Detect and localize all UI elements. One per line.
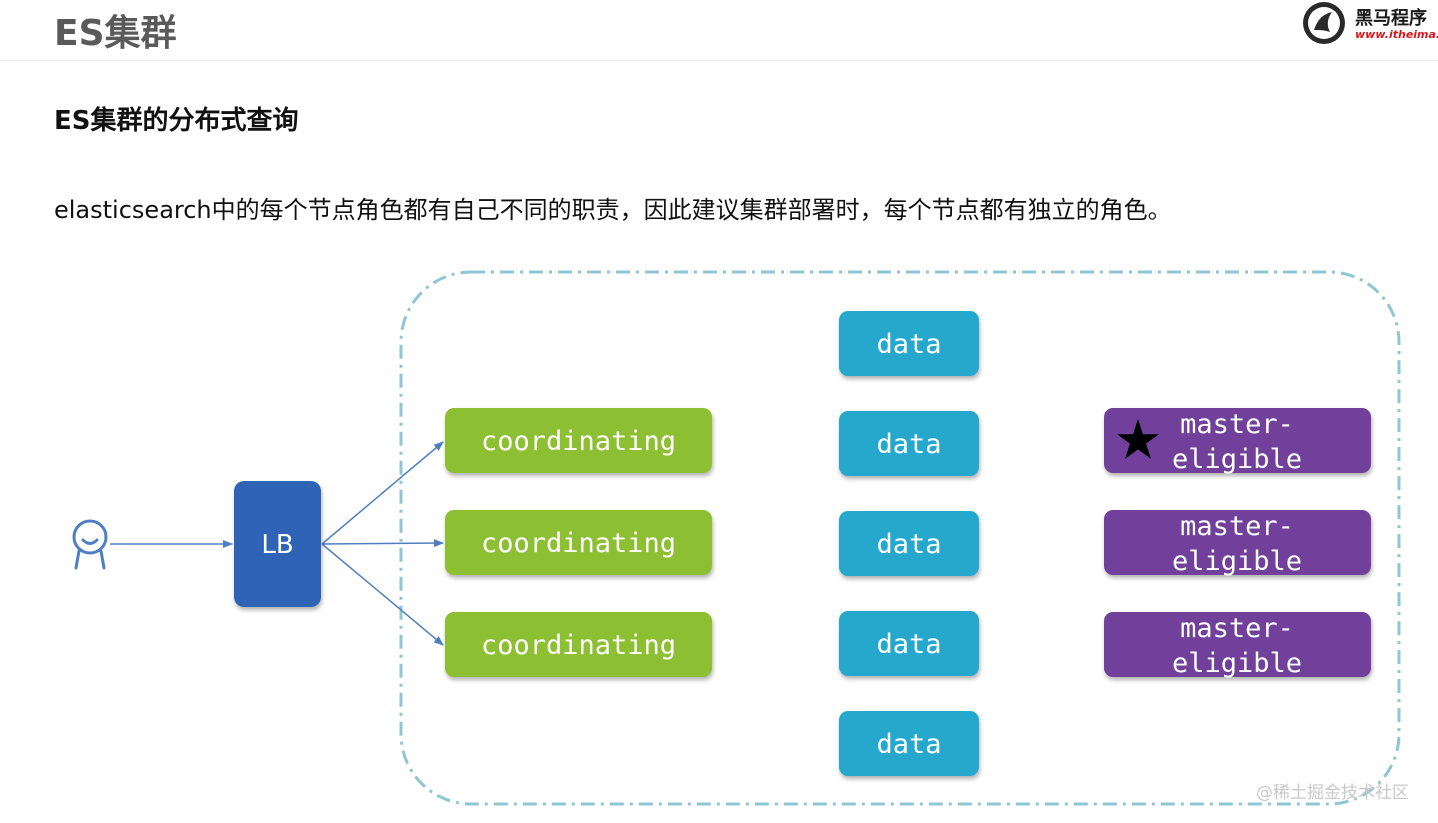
lb-node: LB xyxy=(234,481,321,607)
coordinating-node: coordinating xyxy=(445,612,712,677)
description-text: elasticsearch中的每个节点角色都有自己不同的职责，因此建议集群部署时… xyxy=(54,196,1172,224)
coordinating-label: coordinating xyxy=(481,426,676,457)
master-label-line2: eligible xyxy=(1172,648,1302,679)
cluster-boundary xyxy=(399,270,1401,806)
data-label: data xyxy=(876,529,941,560)
master-eligible-node: master- eligible xyxy=(1104,612,1371,679)
data-node: data xyxy=(839,311,979,376)
logo-text: 黑马程序 xyxy=(1355,8,1427,29)
arrow-lb-to-coordinating-1 xyxy=(321,441,444,545)
page-title: ES集群 xyxy=(54,13,177,54)
coordinating-node: coordinating xyxy=(445,408,712,473)
lb-label: LB xyxy=(261,530,293,560)
master-label-line1: master- xyxy=(1180,409,1294,440)
data-node: data xyxy=(839,711,979,776)
master-eligible-node: master- eligible xyxy=(1104,510,1371,577)
section-title: ES集群的分布式查询 xyxy=(54,106,299,136)
star-icon xyxy=(1117,419,1159,459)
data-node: data xyxy=(839,411,979,476)
coordinating-label: coordinating xyxy=(481,528,676,559)
logo-icon xyxy=(1303,2,1345,44)
coordinating-node: coordinating xyxy=(445,510,712,575)
data-node: data xyxy=(839,511,979,576)
data-label: data xyxy=(876,729,941,760)
user-icon xyxy=(72,519,108,570)
master-label-line1: master- xyxy=(1180,511,1294,542)
arrow-lb-to-coordinating-2 xyxy=(321,539,444,548)
data-node: data xyxy=(839,611,979,676)
master-label-line1: master- xyxy=(1180,613,1294,644)
data-label: data xyxy=(876,329,941,360)
header-divider xyxy=(0,60,1438,61)
data-label: data xyxy=(876,429,941,460)
logo-url: www.itheima.c xyxy=(1355,28,1438,41)
master-label-line2: eligible xyxy=(1172,546,1302,577)
arrow-lb-to-coordinating-3 xyxy=(321,543,444,646)
master-label-line2: eligible xyxy=(1172,444,1302,475)
data-label: data xyxy=(876,629,941,660)
watermark: @稀土掘金技术社区 xyxy=(1256,783,1409,803)
coordinating-label: coordinating xyxy=(481,630,676,661)
master-eligible-node: master- eligible xyxy=(1104,408,1371,475)
